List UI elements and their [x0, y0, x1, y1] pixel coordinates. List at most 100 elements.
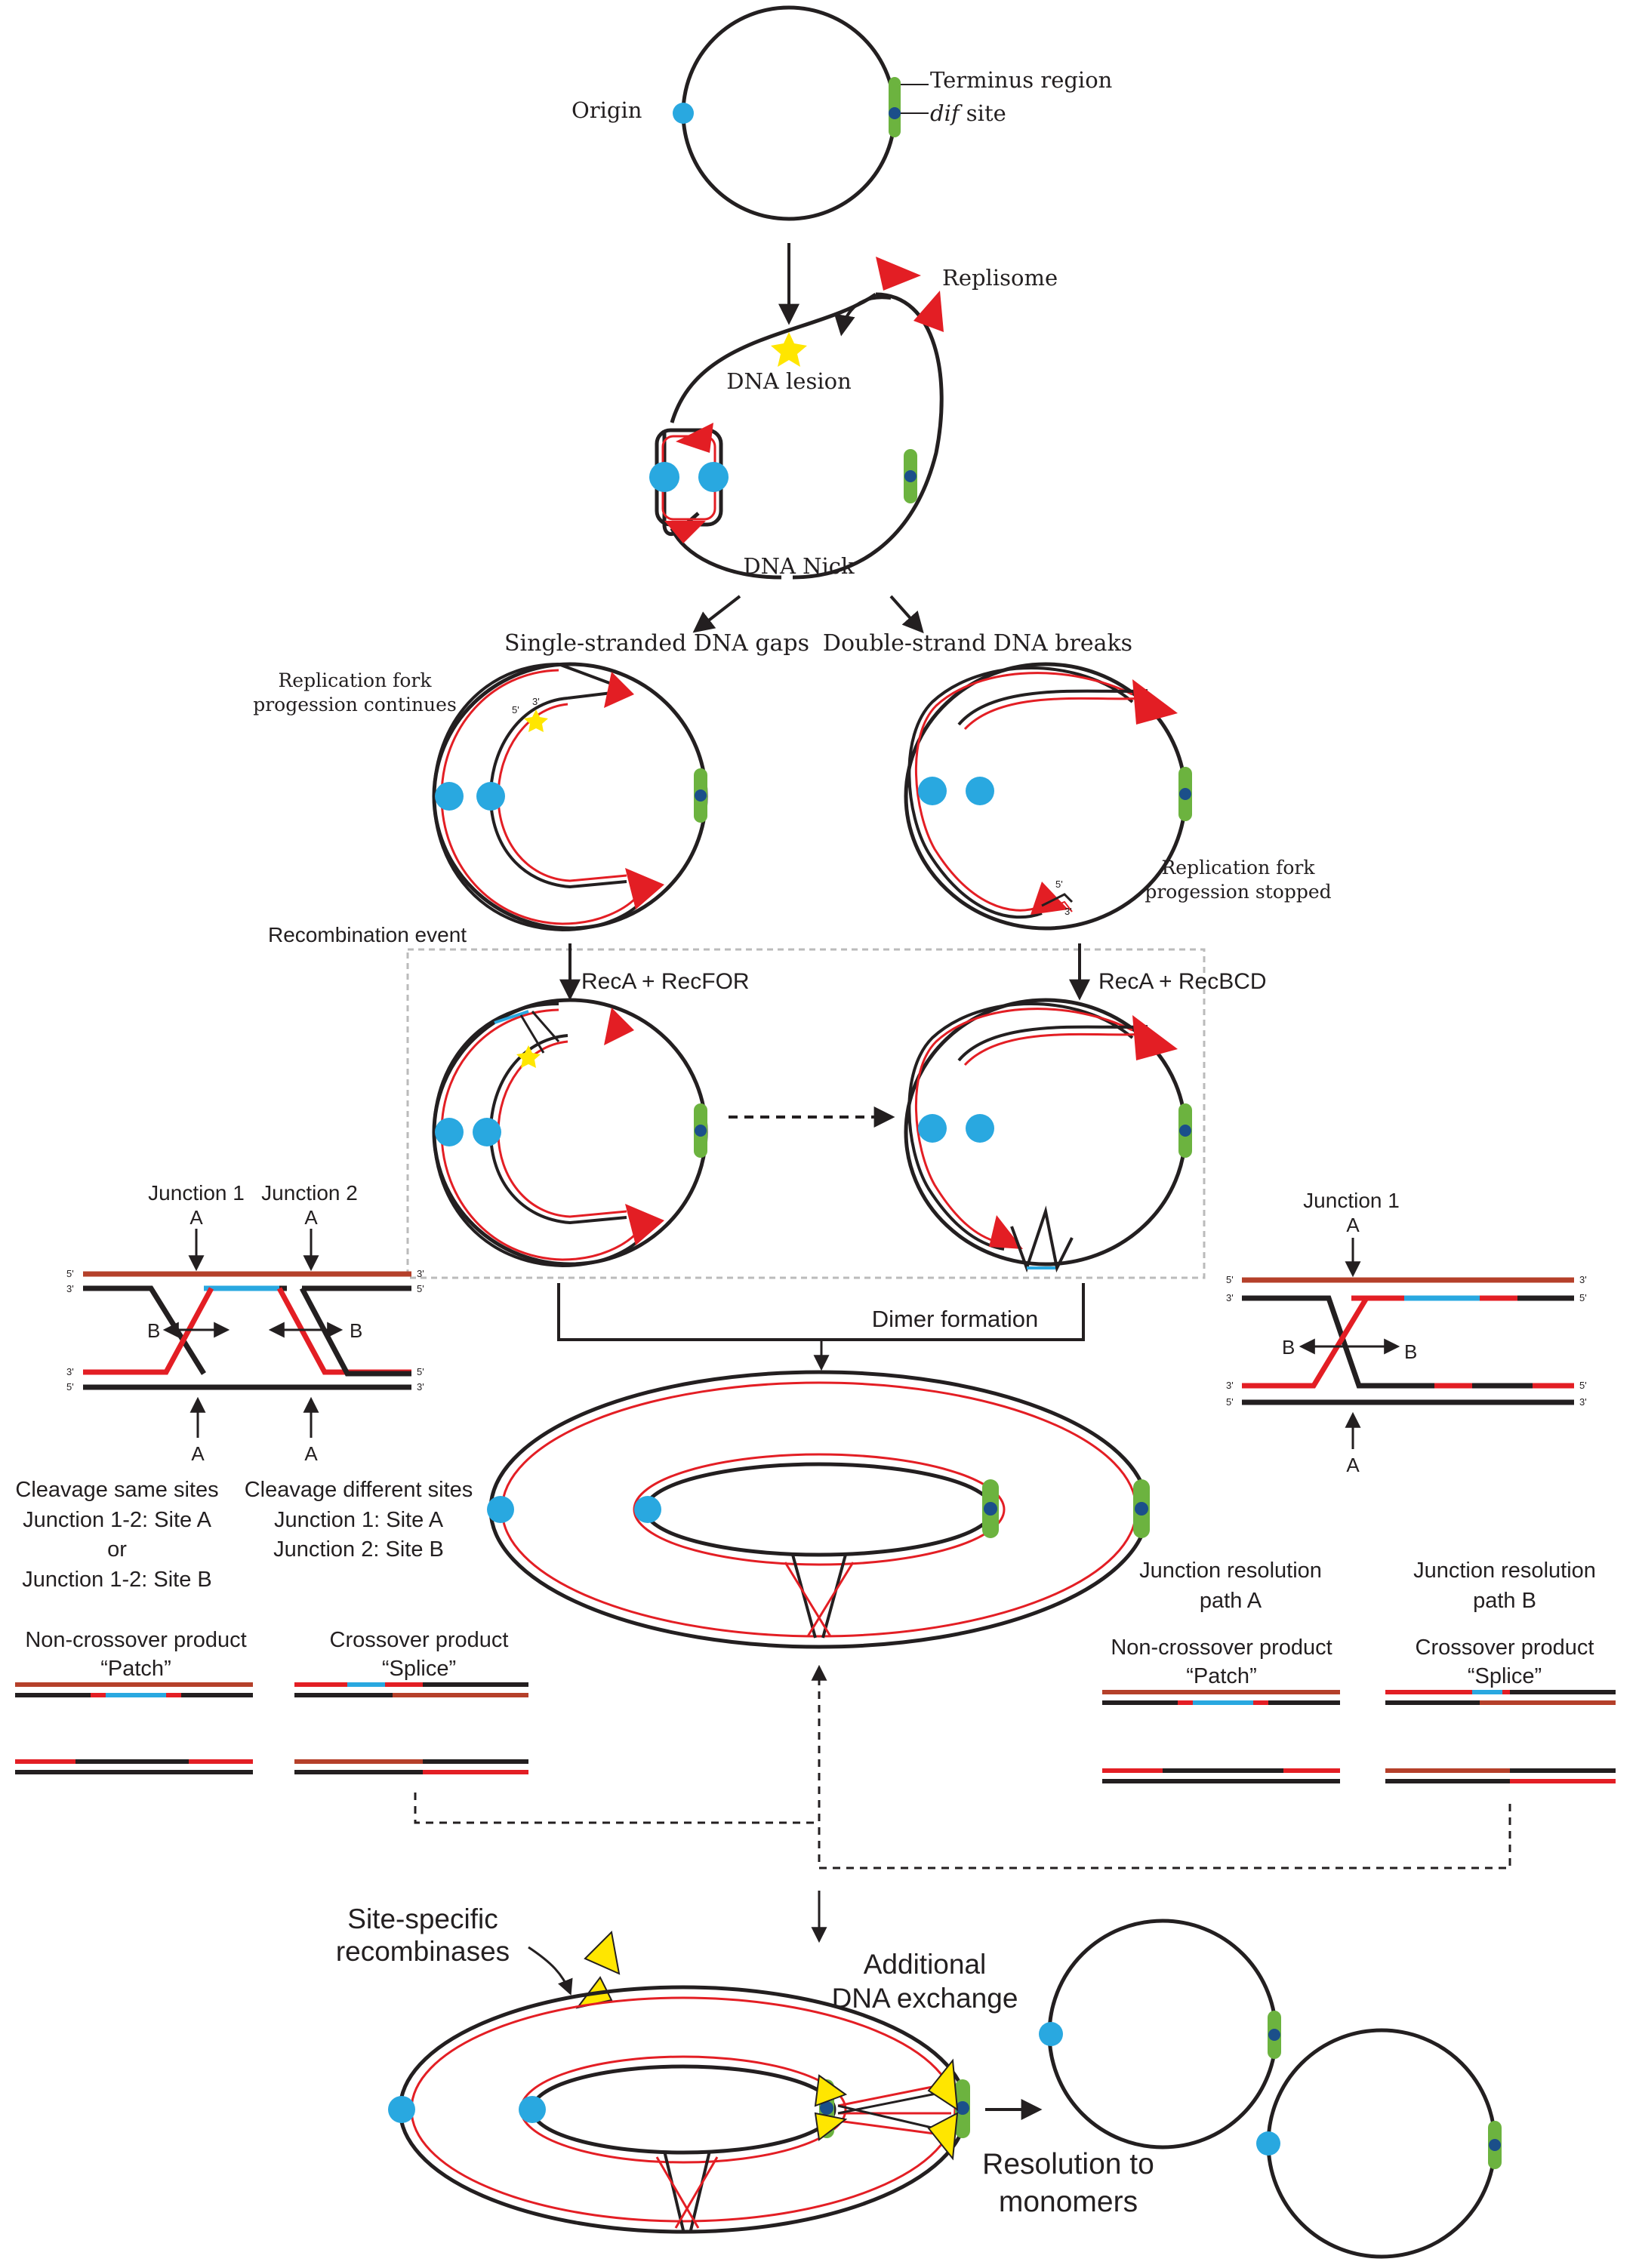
chromosome-circle	[681, 5, 897, 221]
recombinases-label-2: recombinases	[336, 1936, 510, 1967]
origin-dot-icon	[1256, 2131, 1280, 2156]
svg-text:5': 5'	[512, 704, 519, 715]
dimer-inner-red	[633, 1453, 1006, 1566]
replisome-arrowhead-icon	[604, 1008, 634, 1045]
svg-text:5': 5'	[417, 1283, 424, 1294]
arrow-branch-left	[692, 595, 741, 633]
dif-site-icon	[1135, 1502, 1148, 1516]
right-cross-label-2: “Splice”	[1468, 1664, 1542, 1688]
svg-text:B: B	[147, 1319, 160, 1342]
arrow-branch-right	[889, 595, 924, 634]
recombination-event-label: Recombination event	[268, 923, 467, 946]
left-junction1-label: Junction 1	[148, 1181, 245, 1205]
origin-dot-icon	[966, 777, 994, 805]
origin-dot-icon	[966, 1114, 994, 1143]
svg-text:B: B	[1282, 1336, 1295, 1359]
chromosome-right-arc	[792, 292, 944, 580]
left-noncross-label-2: “Patch”	[100, 1657, 171, 1681]
cleavage-same-label-4: Junction 1-2: Site B	[22, 1568, 211, 1592]
origin-dot-icon	[435, 1118, 464, 1146]
svg-text:3': 3'	[1226, 1292, 1234, 1303]
dif-site-icon	[695, 1125, 707, 1137]
path-b-label-2: path B	[1473, 1589, 1536, 1613]
svg-text:3': 3'	[417, 1381, 424, 1392]
dimer-formation-label: Dimer formation	[872, 1306, 1039, 1332]
daughter-outer-red	[440, 669, 637, 925]
recombinase-triangle-icon	[814, 2074, 848, 2107]
svg-text:5': 5'	[1055, 879, 1063, 890]
right-junction1-label: Junction 1	[1303, 1189, 1400, 1212]
dimer-inner-black	[643, 1462, 995, 1557]
left-junction-diagram: Junction 1 Junction 2 A A 5' 3' 3' 5' 3'…	[15, 1181, 528, 1774]
replisome-arrowhead-icon	[604, 672, 634, 708]
dna-lesion-star-icon	[524, 709, 548, 732]
svg-text:5': 5'	[1579, 1292, 1587, 1303]
resolution-label-2: monomers	[999, 2186, 1138, 2218]
fork-stopped-label-2: progession stopped	[1145, 881, 1331, 903]
recombination-box	[406, 948, 1206, 1279]
dif-site-icon	[889, 107, 901, 119]
origin-dot-icon	[634, 1496, 661, 1523]
dif-site-icon	[1489, 2139, 1501, 2151]
svg-text:3': 3'	[417, 1268, 424, 1279]
terminus-label: Terminus region	[930, 67, 1112, 93]
stage3-right-dsbreaks: 5' 3' Replication fork progession stoppe…	[904, 662, 1332, 931]
cleavage-diff-label-3: Junction 2: Site B	[273, 1537, 444, 1562]
svg-text:3': 3'	[1064, 906, 1072, 917]
recombinases-label-1: Site-specific	[347, 1903, 498, 1934]
holliday-junction-red	[784, 1562, 855, 1637]
recombinase-triangle-icon	[814, 2112, 848, 2141]
dimer-chromosome	[487, 1370, 1150, 1649]
resolution-label-1: Resolution to	[982, 2148, 1154, 2180]
origin-dot-icon	[519, 2096, 546, 2123]
svg-text:B: B	[350, 1319, 362, 1342]
left-noncross-label-1: Non-crossover product	[25, 1628, 246, 1652]
origin-dot-icon	[918, 1114, 947, 1143]
dif-site-icon	[695, 789, 707, 802]
recombinase-triangle-icon	[584, 1930, 621, 1975]
replisome-arrowhead-icon	[625, 1204, 664, 1245]
right-junction-diagram: Junction 1 A 5' 3' 3' 5' 3' 5' 5' 3' B B…	[1102, 1189, 1616, 1783]
dna-lesion-star-icon	[516, 1045, 541, 1068]
svg-text:3': 3'	[66, 1283, 74, 1294]
replisome-arrowhead-icon	[664, 521, 706, 543]
fork-stopped-label-1: Replication fork	[1161, 857, 1315, 879]
stage2-replication: DNA lesion DNA Nick Replisome	[649, 257, 1058, 580]
replisome-arrowhead-icon	[913, 291, 944, 332]
chromosome-circle	[432, 662, 708, 931]
svg-text:3': 3'	[1226, 1380, 1234, 1391]
origin-dot-icon	[435, 782, 464, 811]
dimer-formation-bracket: Dimer formation	[557, 1283, 1085, 1371]
origin-dot-icon	[673, 103, 694, 124]
origin-dot-icon	[1039, 2022, 1063, 2046]
right-noncross-label-1: Non-crossover product	[1111, 1636, 1332, 1660]
path-b-label-1: Junction resolution	[1413, 1559, 1596, 1583]
additional-exchange-label-1: Additional	[864, 1949, 987, 1980]
cleavage-same-label-3: or	[107, 1537, 127, 1562]
final-dimer-outer-red	[410, 1996, 957, 2223]
dif-site-icon	[820, 2101, 833, 2115]
left-cross-label-1: Crossover product	[330, 1628, 509, 1652]
svg-text:3': 3'	[532, 696, 540, 707]
dashed-connectors	[414, 1664, 1511, 1943]
replisome-arrowhead-icon	[1031, 882, 1068, 915]
daughter-outer-black	[432, 663, 643, 932]
path-a-label-1: Junction resolution	[1139, 1559, 1322, 1583]
holliday-junction-black	[791, 1554, 847, 1639]
monomer-circle-1	[1047, 1919, 1278, 2150]
dna-lesion-star-icon	[771, 332, 807, 367]
dimer-outer-red	[501, 1381, 1138, 1638]
stage3-left-ssgaps: Replication fork progession continues 5'…	[253, 662, 708, 932]
svg-text:3': 3'	[1579, 1396, 1587, 1408]
replisome-arrowhead-icon	[676, 423, 713, 453]
dif-label: dif site	[930, 100, 1006, 126]
recombinase-triangle-icon	[927, 2058, 959, 2111]
dif-site-icon	[956, 2101, 969, 2115]
cleavage-diff-label-1: Cleavage different sites	[245, 1478, 473, 1502]
final-dimer-inner-black	[530, 2064, 836, 2155]
origin-dot-icon	[476, 782, 505, 811]
svg-text:5': 5'	[417, 1366, 424, 1377]
right-cross-label-1: Crossover product	[1416, 1636, 1594, 1660]
origin-dot-icon	[698, 462, 729, 492]
